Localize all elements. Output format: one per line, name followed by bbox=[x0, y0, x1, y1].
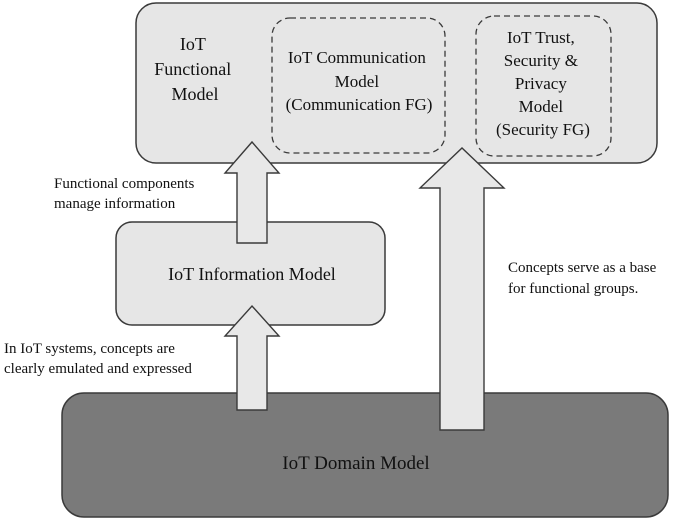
communication-model-label: IoT Communication Model (Communication F… bbox=[286, 48, 433, 114]
functional-model-title: IoT Functional Model bbox=[154, 34, 236, 104]
trust-security-model-line: (Security FG) bbox=[496, 120, 590, 139]
arrow-domain-to-information bbox=[223, 304, 281, 411]
functional-model-title-line: Functional bbox=[154, 59, 231, 79]
communication-model-line: IoT Communication bbox=[288, 48, 427, 67]
communication-model-box bbox=[271, 17, 446, 154]
annotation-functional-components: Functional components manage information bbox=[54, 176, 198, 212]
trust-security-model-line: IoT Trust, bbox=[507, 28, 575, 47]
annotation-line: clearly emulated and expressed bbox=[4, 361, 192, 377]
functional-model-box bbox=[135, 2, 658, 164]
trust-security-model-line: Privacy bbox=[515, 74, 567, 93]
trust-security-model-line: Model bbox=[519, 97, 564, 116]
functional-model-title-line: IoT bbox=[180, 34, 206, 54]
information-model-label: IoT Information Model bbox=[168, 264, 336, 284]
annotation-concepts-expressed: In IoT systems, concepts are clearly emu… bbox=[4, 341, 192, 377]
annotation-line: manage information bbox=[54, 196, 176, 212]
annotation-concepts-base: Concepts serve as a base for functional … bbox=[508, 260, 660, 297]
arrow-information-to-functional bbox=[223, 140, 281, 244]
trust-security-model-line: Security & bbox=[504, 51, 578, 70]
annotation-line: Concepts serve as a base bbox=[508, 260, 657, 276]
domain-model-box bbox=[61, 392, 669, 518]
annotation-line: Functional components bbox=[54, 176, 195, 192]
functional-model-title-line: Model bbox=[172, 84, 219, 104]
annotation-line: In IoT systems, concepts are bbox=[4, 341, 175, 357]
communication-model-line: (Communication FG) bbox=[286, 95, 433, 114]
annotation-line: for functional groups. bbox=[508, 281, 638, 297]
communication-model-line: Model bbox=[335, 72, 380, 91]
trust-security-model-label: IoT Trust, Security & Privacy Model (Sec… bbox=[496, 28, 590, 139]
arrow-domain-to-functional bbox=[418, 147, 506, 431]
domain-model-label: IoT Domain Model bbox=[282, 453, 429, 474]
